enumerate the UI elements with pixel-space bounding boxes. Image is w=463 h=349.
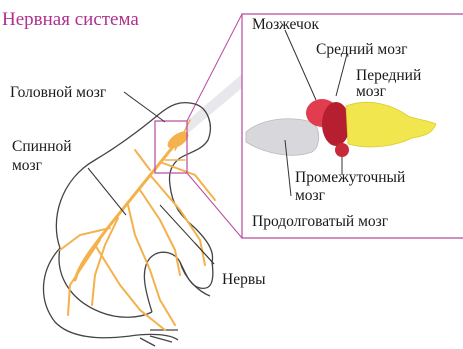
label-nerves: Нервы xyxy=(222,271,266,288)
diencephalon-part xyxy=(335,143,349,157)
label-spinal-line1: Спинной xyxy=(12,138,72,155)
forebrain-part xyxy=(346,102,436,147)
label-diencephalon-line1: Промежуточный xyxy=(295,169,405,186)
label-forebrain-line1: Передний xyxy=(356,67,421,84)
label-diencephalon-line2: мозг xyxy=(295,187,325,204)
diagram-title: Нервная система xyxy=(2,9,139,30)
label-medulla: Продолговатый мозг xyxy=(252,213,388,230)
enlarged-brain xyxy=(246,99,436,157)
label-midbrain: Средний мозг xyxy=(316,41,407,58)
label-head-brain: Головной мозг xyxy=(10,84,106,101)
label-forebrain-line2: мозг xyxy=(356,83,386,100)
medulla-part xyxy=(246,119,319,155)
label-cerebellum: Мозжечок xyxy=(252,16,320,33)
label-spinal-line2: мозг xyxy=(12,157,42,174)
